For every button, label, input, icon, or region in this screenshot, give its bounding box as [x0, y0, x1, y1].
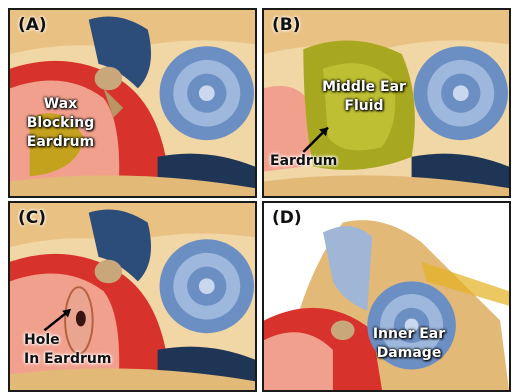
panel-label-d: (D) — [272, 208, 302, 228]
caption-eardrum-pointer: Eardrum — [270, 152, 337, 171]
caption-hole: Hole In Eardrum — [24, 331, 111, 369]
panel-label-b: (B) — [272, 15, 301, 35]
caption-inner-ear: Inner Ear Damage — [364, 325, 454, 363]
caption-fluid: Middle Ear Fluid — [314, 78, 414, 116]
panel-c: (C) Hole In Eardrum — [8, 201, 257, 392]
panel-label-c: (C) — [18, 208, 46, 228]
panel-label-a: (A) — [18, 15, 47, 35]
caption-wax: Wax Blocking Eardrum — [18, 95, 103, 152]
panel-b: (B) Middle Ear Fluid Eardrum — [262, 8, 511, 198]
panel-d: (D) Inner Ear Damage — [262, 201, 511, 392]
panel-a: (A) Wax Blocking Eardrum — [8, 8, 257, 198]
